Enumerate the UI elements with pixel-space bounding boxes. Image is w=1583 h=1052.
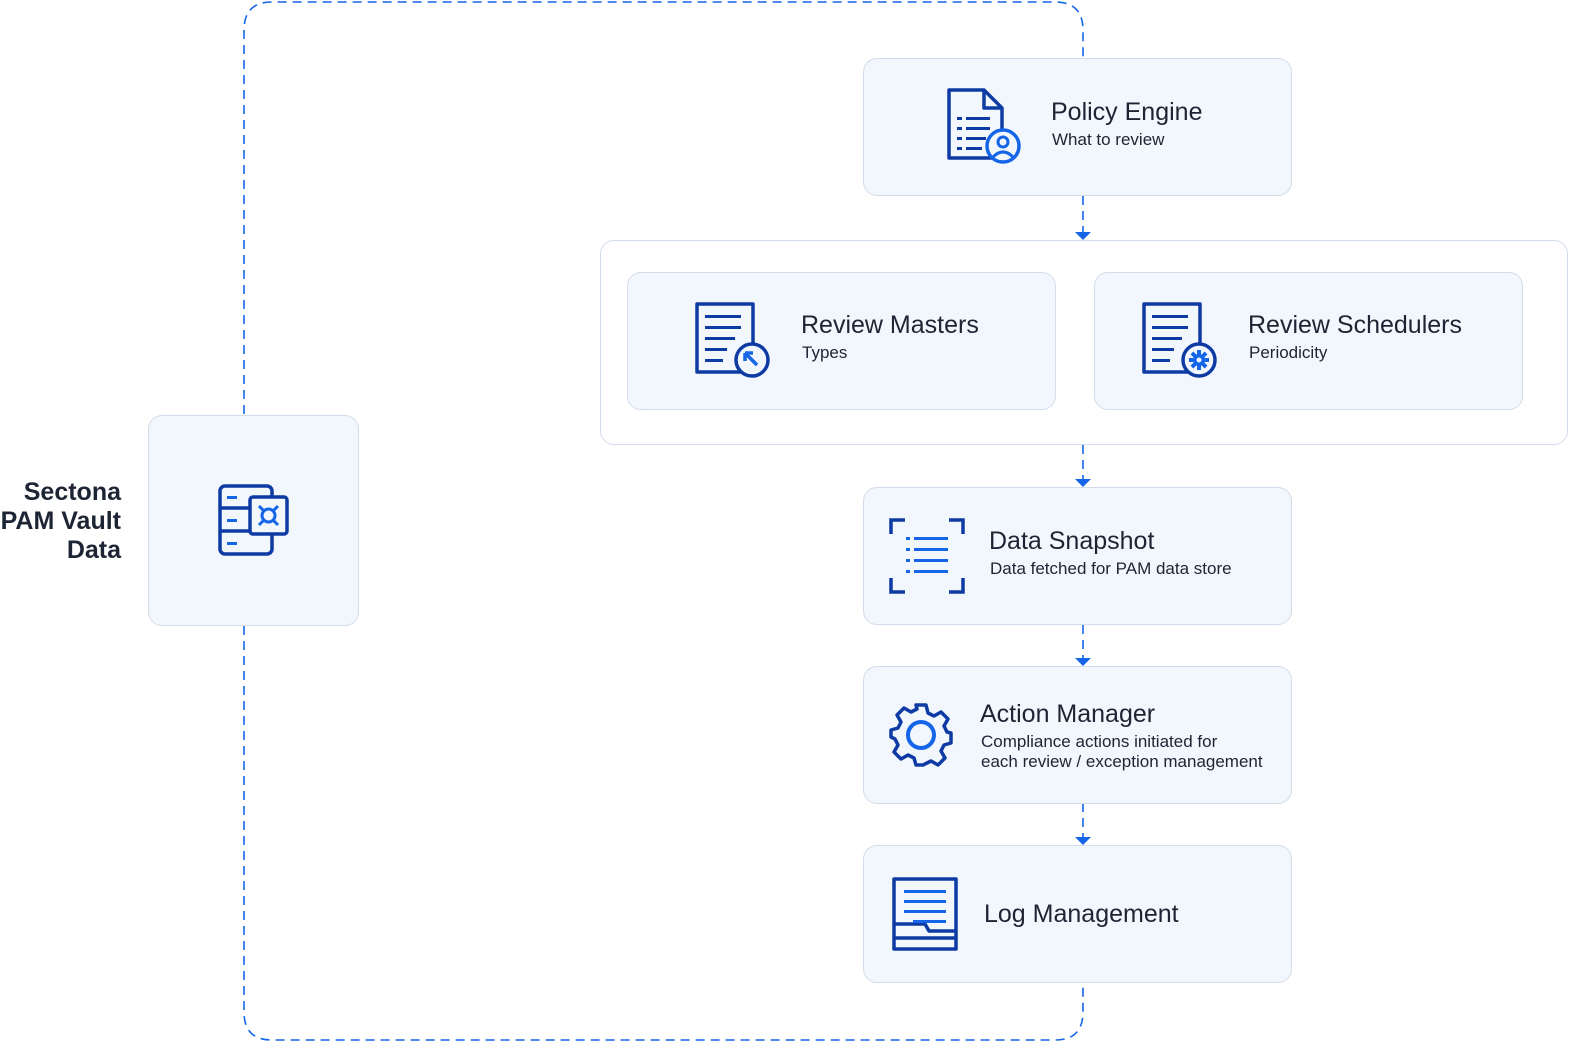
review-schedulers-card: Review Schedulers Periodicity [1094, 272, 1523, 410]
flow-arrow-4 [1075, 837, 1091, 845]
flow-arrow-2 [1075, 479, 1091, 487]
policy-document-user-icon [947, 88, 1021, 164]
snapshot-list-icon [889, 518, 965, 594]
document-cursor-icon [695, 302, 770, 378]
flow-arrow-1 [1075, 232, 1091, 240]
log-management-card: Log Management [863, 845, 1292, 983]
gear-icon [889, 703, 953, 767]
vault-data-label: Sectona PAM Vault Data [0, 478, 121, 565]
vault-label-line-1: Sectona [23, 478, 121, 506]
vault-label-line-2: PAM Vault [0, 507, 121, 535]
vault-data-card [148, 415, 359, 626]
action-manager-card: Action Manager Compliance actions initia… [863, 666, 1292, 804]
policy-engine-card: Policy Engine What to review [863, 58, 1292, 196]
vault-label-line-3: Data [66, 536, 121, 564]
policy-engine-title: Policy Engine [1051, 97, 1203, 126]
log-management-title: Log Management [984, 900, 1179, 928]
review-masters-subtitle: Types [802, 342, 848, 362]
action-manager-title: Action Manager [980, 699, 1156, 728]
action-manager-subtitle-line-1: Compliance actions initiated for [981, 731, 1218, 751]
flow-arrow-3 [1075, 658, 1091, 666]
policy-engine-subtitle: What to review [1052, 129, 1165, 149]
data-snapshot-subtitle: Data fetched for PAM data store [990, 558, 1232, 578]
log-book-icon [892, 877, 958, 951]
action-manager-subtitle-line-2: each review / exception management [981, 751, 1263, 771]
data-snapshot-card: Data Snapshot Data fetched for PAM data … [863, 487, 1292, 625]
review-schedulers-subtitle: Periodicity [1249, 342, 1328, 362]
review-masters-title: Review Masters [801, 310, 979, 339]
data-snapshot-title: Data Snapshot [989, 526, 1155, 555]
review-schedulers-title: Review Schedulers [1248, 310, 1462, 339]
server-vault-icon [217, 483, 289, 556]
review-masters-card: Review Masters Types [627, 272, 1056, 410]
document-gear-icon [1142, 302, 1217, 378]
